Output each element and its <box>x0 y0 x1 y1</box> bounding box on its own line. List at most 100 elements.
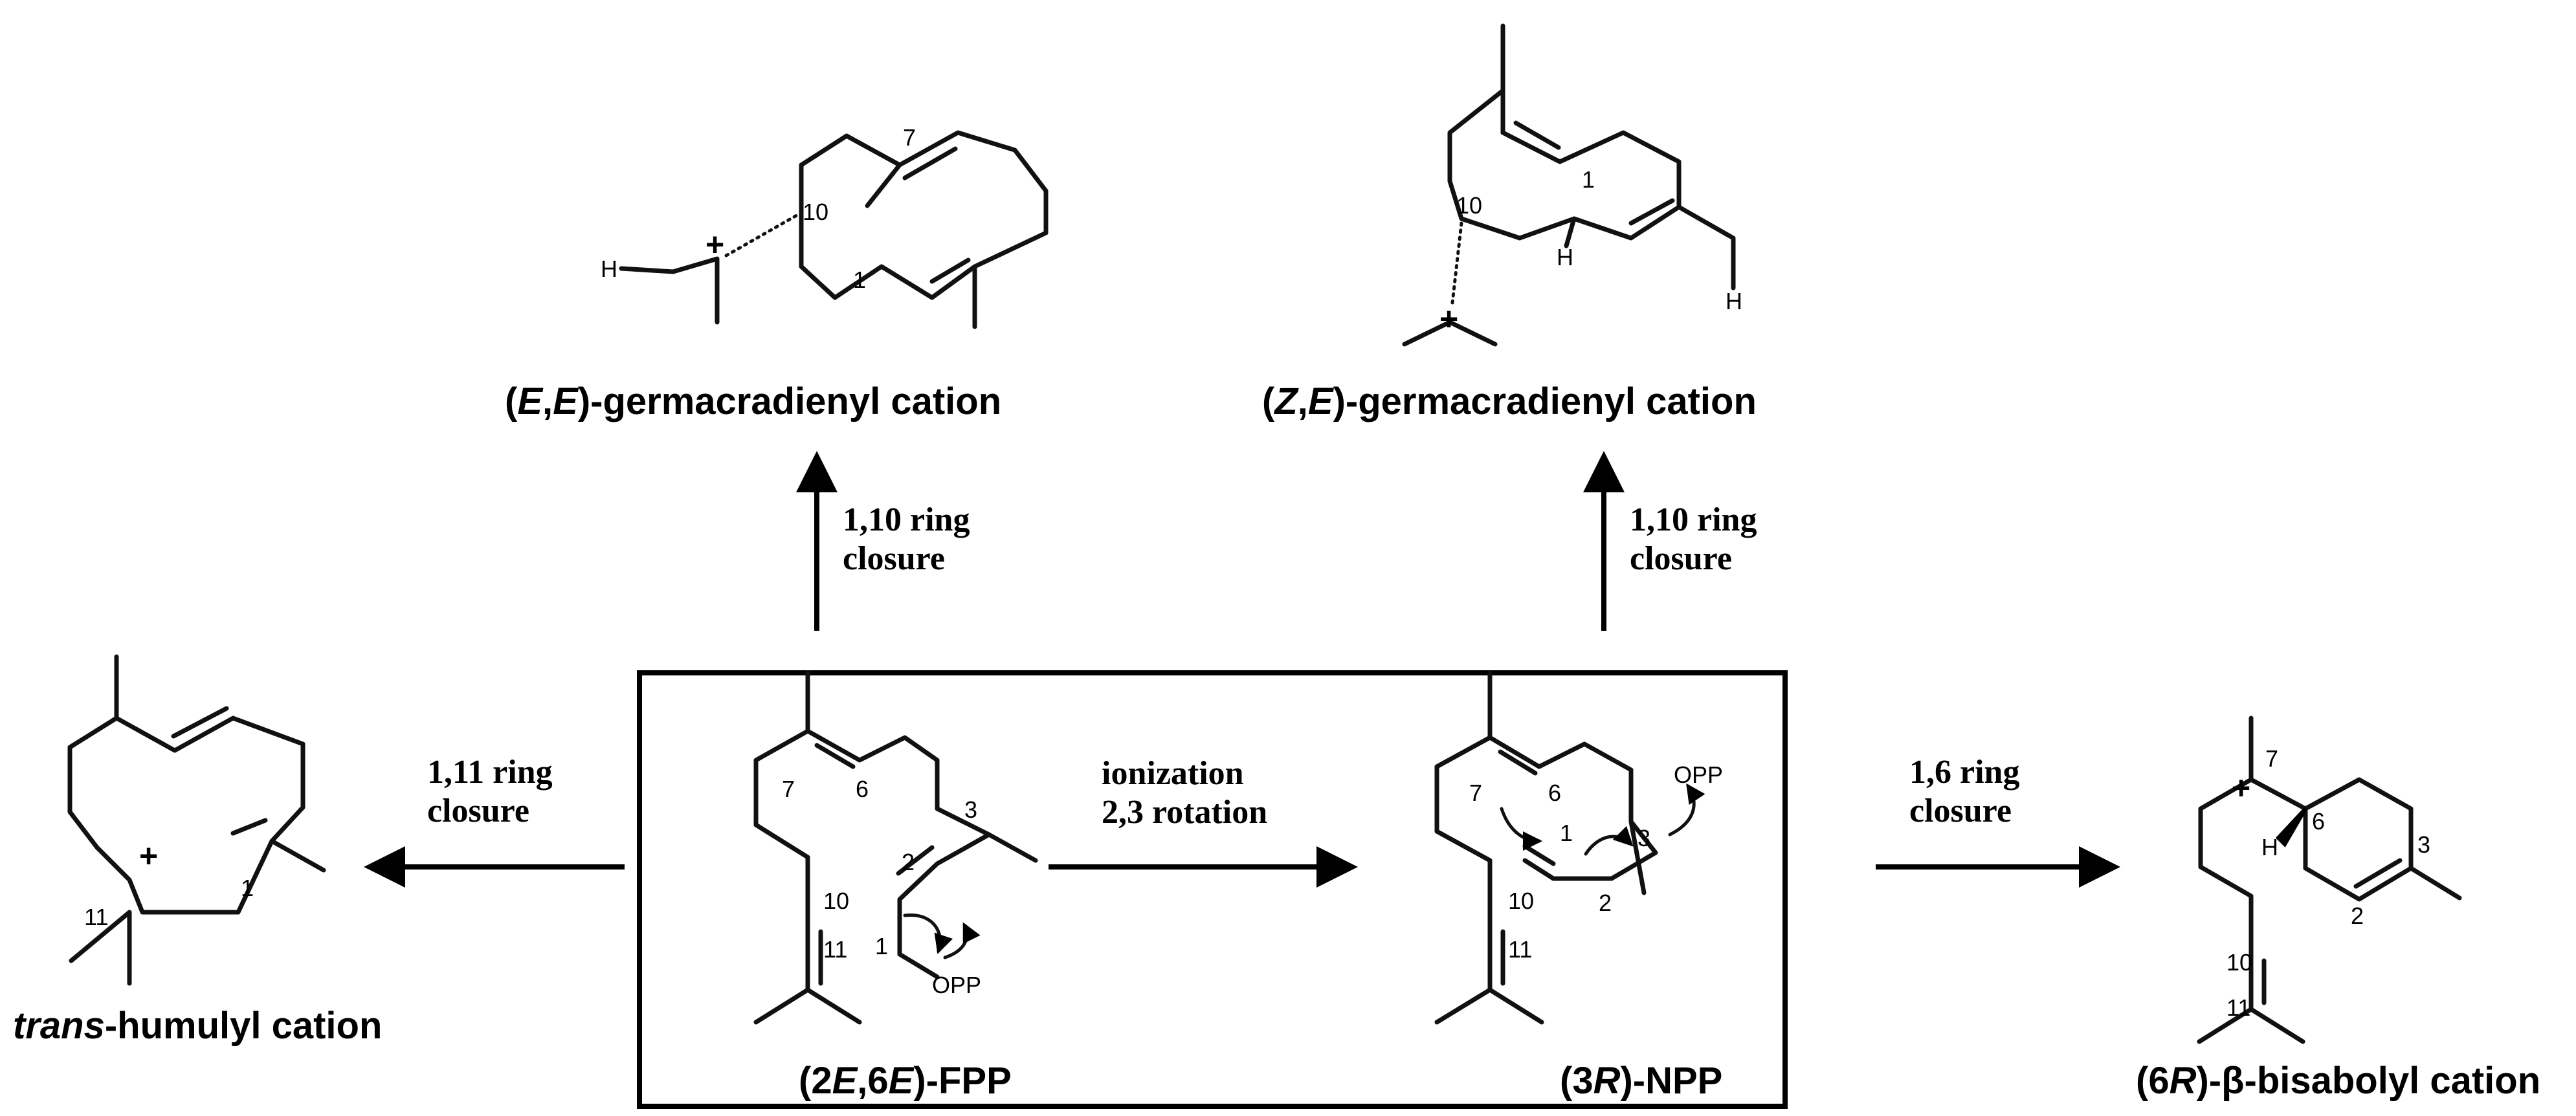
bisabolyl-ring <box>2303 777 2414 902</box>
humulyl-locant-11: 11 <box>84 904 108 930</box>
ze-hydrogen-ring: H <box>1557 244 1573 270</box>
arrow-to-ze-line1: 1,10 ring <box>1630 501 1757 538</box>
ze-hashed-wedge <box>1450 221 1463 305</box>
humulyl-cation-plus: + <box>139 838 158 874</box>
fpp-locant-3: 3 <box>964 796 977 823</box>
fpp-locant-2: 2 <box>902 849 915 875</box>
fpp-locant-6: 6 <box>856 776 869 802</box>
npp-structure <box>1434 670 1658 1025</box>
arrow-to-ee-line1: 1,10 ring <box>843 501 970 538</box>
fpp-methyl-3 <box>986 832 1038 863</box>
ze-h-bond <box>1564 216 1577 248</box>
npp-locant-6: 6 <box>1548 780 1561 806</box>
ze-cation-plus: + <box>1439 301 1458 337</box>
ee-hashed-wedge <box>724 212 802 257</box>
ee-h-bond <box>619 266 676 274</box>
fpp-curved-arrow-2 <box>943 922 981 959</box>
bisabolyl-ring-double-bond <box>2353 858 2403 889</box>
bisabolyl-locant-3: 3 <box>2417 831 2430 858</box>
npp-locant-2: 2 <box>1599 890 1612 916</box>
arrow-ionization-line1: ionization <box>1102 755 1244 792</box>
fpp-locant-1: 1 <box>875 933 888 959</box>
label-trans-humulyl: trans-humulyl cation <box>13 1005 382 1047</box>
ee-cation-plus: + <box>705 226 724 263</box>
npp-locant-10: 10 <box>1508 888 1534 914</box>
fpp-locant-11: 11 <box>823 936 847 963</box>
arrow-to-humulyl-line2: closure <box>427 793 529 829</box>
bisabolyl-locant-10: 10 <box>2226 949 2252 976</box>
arrow-to-humulyl-line1: 1,11 ring <box>427 754 553 791</box>
ee-methyl-7 <box>865 162 902 208</box>
ze-ring-bonds <box>1447 88 1682 241</box>
npp-chain <box>1434 735 1658 928</box>
humulyl-gem-dimethyl <box>69 910 132 986</box>
npp-locant-7: 7 <box>1469 780 1482 806</box>
npp-curved-arrow-2 <box>1584 826 1634 856</box>
ee-locant-1: 1 <box>853 267 866 293</box>
npp-opp: OPP <box>1674 761 1723 788</box>
ee-germacradienyl-structure <box>619 130 1049 329</box>
npp-terminal-alkene <box>1434 923 1544 1025</box>
label-fpp: (2E,6E)-FPP <box>799 1060 1012 1102</box>
bisabolyl-bond-7-6 <box>2248 777 2308 811</box>
fpp-terminal-alkene <box>753 923 862 1025</box>
central-box <box>637 670 1788 1109</box>
ze-ch2 <box>1676 204 1736 290</box>
ze-germacradienyl-structure <box>1402 23 1736 347</box>
npp-double-bond-6 <box>1498 749 1538 776</box>
bisabolyl-structure <box>2197 716 2462 1044</box>
ze-double-bond-top <box>1513 120 1561 150</box>
humulyl-methyl-right <box>269 838 326 873</box>
ze-double-bond-right <box>1628 198 1675 226</box>
bisabolyl-cation-plus: + <box>2232 770 2250 806</box>
bisabolyl-chain <box>2198 777 2254 957</box>
bisabolyl-wedge <box>2275 807 2307 848</box>
label-bisabolyl: (6R)-β-bisabolyl cation <box>2136 1060 2540 1102</box>
ee-double-bond-bottom <box>929 257 971 284</box>
fpp-locant-7: 7 <box>782 776 795 802</box>
npp-locant-1: 1 <box>1560 820 1573 846</box>
bisabolyl-locant-2: 2 <box>2351 903 2364 929</box>
humulyl-double-bond-top <box>171 706 229 739</box>
bisabolyl-terminal-alkene <box>2197 952 2305 1044</box>
trans-humulyl-structure <box>67 654 326 986</box>
bisabolyl-locant-7: 7 <box>2265 745 2278 772</box>
humulyl-locant-1: 1 <box>241 875 254 901</box>
bisabolyl-locant-6: 6 <box>2312 808 2325 835</box>
ze-isopropyl <box>1402 320 1498 347</box>
arrow-ionization-line2: 2,3 rotation <box>1102 794 1267 831</box>
arrow-to-ee-line2: closure <box>843 540 945 577</box>
npp-locant-11: 11 <box>1508 936 1532 963</box>
fpp-opp: OPP <box>932 972 981 998</box>
ee-locant-7: 7 <box>903 124 916 151</box>
bisabolyl-methyl-ring <box>2408 866 2462 901</box>
fpp-structure <box>753 670 1038 1025</box>
ee-locant-10: 10 <box>803 199 828 225</box>
fpp-double-bond-6 <box>814 743 856 769</box>
bisabolyl-locant-11: 11 <box>2226 994 2250 1021</box>
ze-hydrogen-ch2: H <box>1726 288 1742 314</box>
humulyl-double-bond-right <box>230 818 268 836</box>
ze-locant-1: 1 <box>1582 166 1595 193</box>
arrow-to-ze-line2: closure <box>1630 540 1732 577</box>
arrow-to-bisabolyl-line1: 1,6 ring <box>1909 754 2019 791</box>
label-ee-germacradienyl: (E,E)-germacradienyl cation <box>505 380 1001 422</box>
label-npp: (3R)-NPP <box>1560 1060 1722 1102</box>
label-ze-germacradienyl: (Z,E)-germacradienyl cation <box>1262 380 1757 422</box>
ze-locant-10: 10 <box>1456 192 1482 219</box>
arrow-to-bisabolyl-line2: closure <box>1909 793 2012 829</box>
fpp-double-bond-2 <box>896 845 935 876</box>
humulyl-ring-bonds <box>67 716 305 915</box>
fpp-curved-arrow-1 <box>903 913 953 954</box>
npp-curved-arrow-3 <box>1668 783 1705 837</box>
npp-curved-arrow-1 <box>1500 807 1542 851</box>
bisabolyl-hydrogen: H <box>2261 834 2278 860</box>
fpp-chain <box>753 728 992 979</box>
npp-locant-3: 3 <box>1638 825 1650 851</box>
ee-double-bond-top <box>902 146 958 181</box>
ee-hydrogen: H <box>601 256 617 282</box>
fpp-locant-10: 10 <box>823 888 849 914</box>
ee-sidechain <box>671 256 720 325</box>
ee-ring-bonds <box>799 130 1049 300</box>
